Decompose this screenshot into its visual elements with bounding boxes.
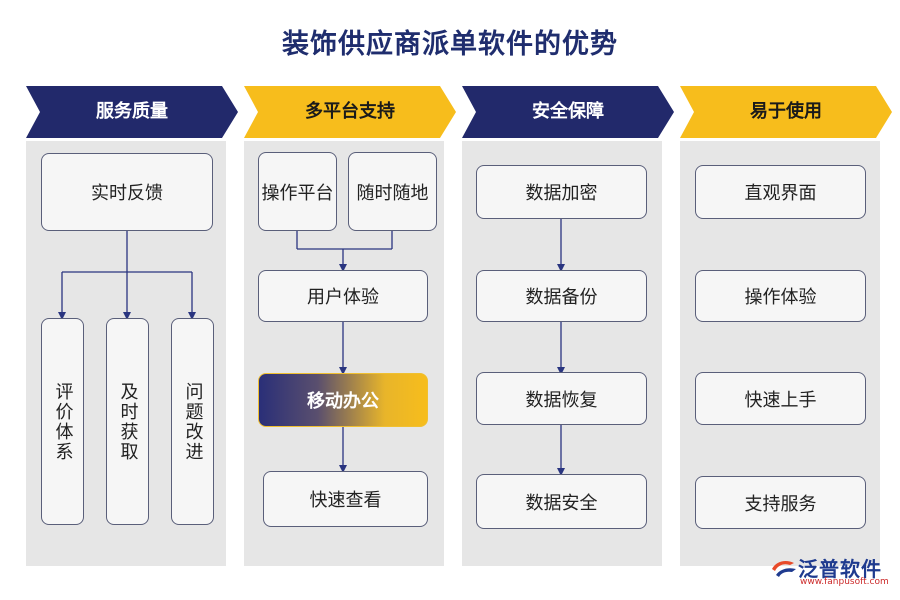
box-realtime-feedback: 实时反馈 — [41, 153, 213, 231]
logo-url: www.fanpusoft.com — [800, 577, 889, 587]
box-evaluation-system: 评价体系 — [41, 318, 84, 525]
box-quick-start: 快速上手 — [695, 372, 866, 425]
header-security-label: 安全保障 — [532, 101, 604, 122]
box-anytime-anywhere: 随时随地 — [348, 152, 437, 231]
header-platform-label: 多平台支持 — [305, 101, 395, 122]
box-quick-view: 快速查看 — [263, 471, 428, 527]
page-title: 装饰供应商派单软件的优势 — [282, 29, 618, 60]
box-support-service: 支持服务 — [695, 476, 866, 529]
banner-shape — [244, 86, 456, 138]
banner-shape — [26, 86, 238, 138]
banner-shape — [462, 86, 674, 138]
box-problem-improvement: 问题改进 — [171, 318, 214, 525]
header-service-label: 服务质量 — [96, 101, 168, 122]
header-usability: 易于使用 — [680, 86, 892, 138]
header-service: 服务质量 — [26, 86, 238, 138]
box-mobile-office: 移动办公 — [258, 373, 428, 427]
box-data-security: 数据安全 — [476, 474, 647, 529]
header-platform: 多平台支持 — [244, 86, 456, 138]
box-user-experience: 用户体验 — [258, 270, 428, 322]
brand-logo: 泛普软件 www.fanpusoft.com — [770, 553, 895, 593]
box-data-recovery: 数据恢复 — [476, 372, 647, 425]
box-timely-access: 及时获取 — [106, 318, 149, 525]
box-data-encryption: 数据加密 — [476, 165, 647, 219]
header-security: 安全保障 — [462, 86, 674, 138]
logo-text: 泛普软件 — [798, 557, 882, 581]
box-intuitive-interface: 直观界面 — [695, 165, 866, 219]
fanpu-logo-icon — [772, 561, 796, 577]
box-data-backup: 数据备份 — [476, 270, 647, 322]
banner-shape — [680, 86, 892, 138]
box-operation-platform: 操作平台 — [258, 152, 337, 231]
box-operation-experience: 操作体验 — [695, 270, 866, 322]
header-usability-label: 易于使用 — [750, 101, 822, 122]
